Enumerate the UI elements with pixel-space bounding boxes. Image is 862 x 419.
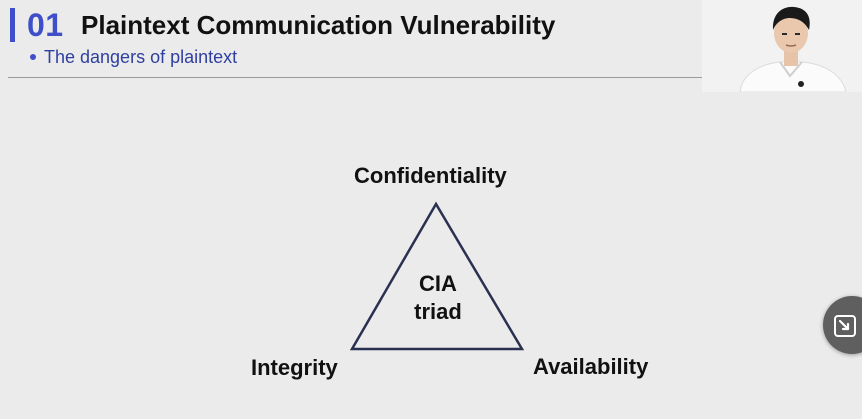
exit-fullscreen-button[interactable] (823, 296, 862, 354)
presenter-image (702, 0, 862, 92)
slide-title: Plaintext Communication Vulnerability (81, 10, 556, 40)
cia-triangle (349, 201, 525, 351)
exit-fullscreen-icon (834, 315, 856, 337)
title-accent-bar (10, 8, 15, 42)
section-number: 01 (27, 7, 64, 43)
subtitle-row: The dangers of plaintext (30, 46, 237, 68)
confidentiality-label: Confidentiality (354, 163, 507, 188)
cia-triad-label: CIA triad (388, 270, 488, 326)
bullet-icon (30, 54, 36, 60)
presenter-webcam-video (702, 0, 862, 92)
cia-triad-label-line1: CIA (419, 271, 457, 296)
cia-triad-label-line2: triad (414, 299, 462, 324)
availability-label: Availability (533, 354, 649, 379)
slide-subtitle: The dangers of plaintext (44, 47, 238, 67)
cia-triangle-diagram (330, 190, 550, 360)
header-divider (8, 77, 702, 78)
integrity-label: Integrity (251, 355, 338, 380)
